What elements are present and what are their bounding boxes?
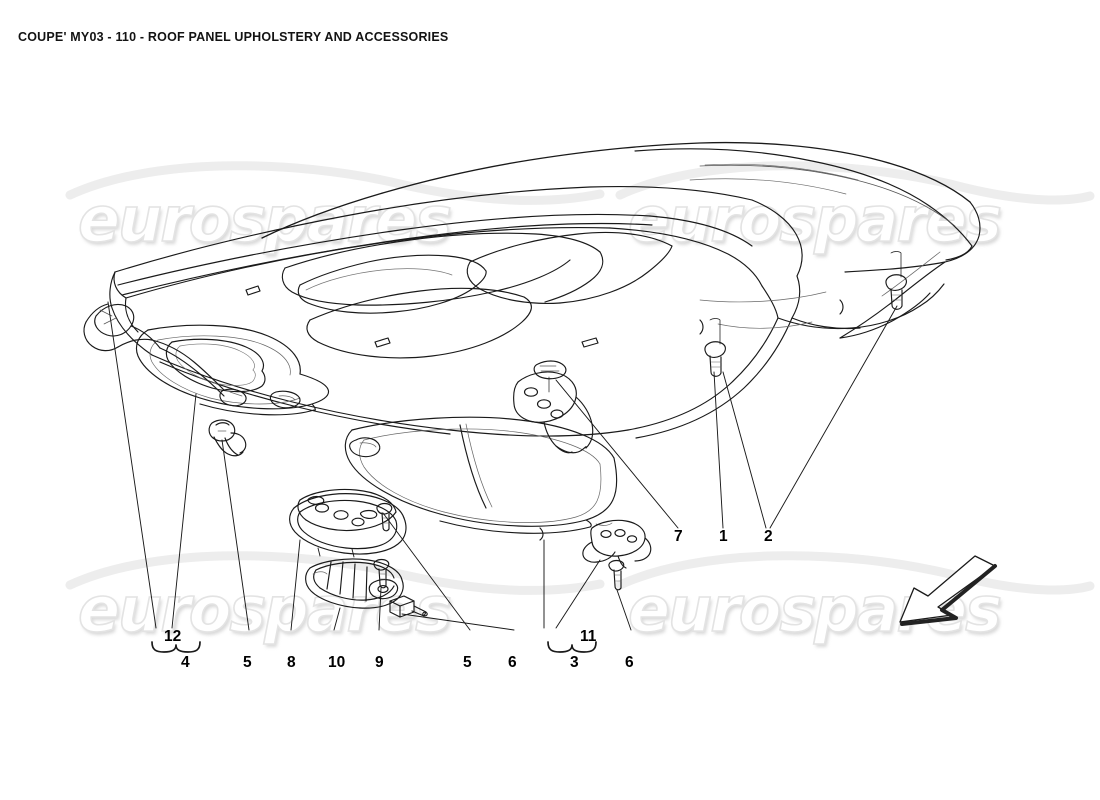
callout-2: 2: [764, 528, 773, 545]
callout-12: 12: [164, 628, 182, 645]
courtesy-light-unit: [305, 558, 404, 609]
sun-visor-clip-left: [208, 419, 247, 457]
callout-1: 1: [719, 528, 728, 545]
screw-roof-rear: [885, 251, 907, 310]
roof-panel-outer-skin: [261, 141, 973, 247]
callout-5a: 5: [243, 654, 252, 671]
callout-3: 3: [570, 654, 579, 671]
wiring-connector-clip: [389, 595, 428, 618]
headliner-dome-opening: [466, 231, 673, 304]
callout-5b: 5: [463, 654, 472, 671]
screw-visor-support-right: [608, 559, 625, 591]
sun-visor-left-pivot-rod: [83, 303, 247, 407]
callout-7: 7: [674, 528, 683, 545]
callout-6a: 6: [508, 654, 517, 671]
callout-9: 9: [375, 654, 384, 671]
headliner-opening-lip: [306, 287, 532, 359]
roof-panel-seams: [689, 163, 859, 329]
callout-6b: 6: [625, 654, 634, 671]
roof-panel-notches: [699, 299, 844, 335]
leader-lines: [107, 301, 898, 631]
headliner-centre-beam: [117, 213, 753, 296]
screw-visor-clip: [376, 502, 393, 532]
screw-courtesy-light: [373, 558, 390, 589]
callout-brackets: [151, 641, 597, 653]
roof-panel-rear-rail: [844, 201, 981, 273]
headliner-vent-slots: [245, 285, 599, 348]
headliner-right-lower-edge: [627, 275, 801, 439]
direction-arrow-shadow: [900, 564, 997, 626]
screw-roof-front: [704, 318, 726, 377]
roof-panel-rear-skirt: [777, 283, 945, 339]
callout-4: 4: [181, 654, 190, 671]
callout-8: 8: [287, 654, 296, 671]
sun-visor-vanity-mirror-left: [165, 338, 266, 393]
sun-visor-left: [135, 324, 329, 416]
page-title: COUPE' MY03 - 110 - ROOF PANEL UPHOLSTER…: [18, 30, 449, 44]
sun-visor-pivot-bracket: [582, 519, 652, 569]
roof-panel-left-edge: [109, 271, 153, 356]
sun-visor-right: [344, 416, 618, 541]
headliner-centre-recess: [281, 232, 604, 306]
headliner-inner-surface: [113, 185, 803, 299]
callout-10: 10: [328, 654, 346, 671]
headliner-console-opening: [297, 254, 487, 314]
callout-11: 11: [580, 628, 597, 645]
